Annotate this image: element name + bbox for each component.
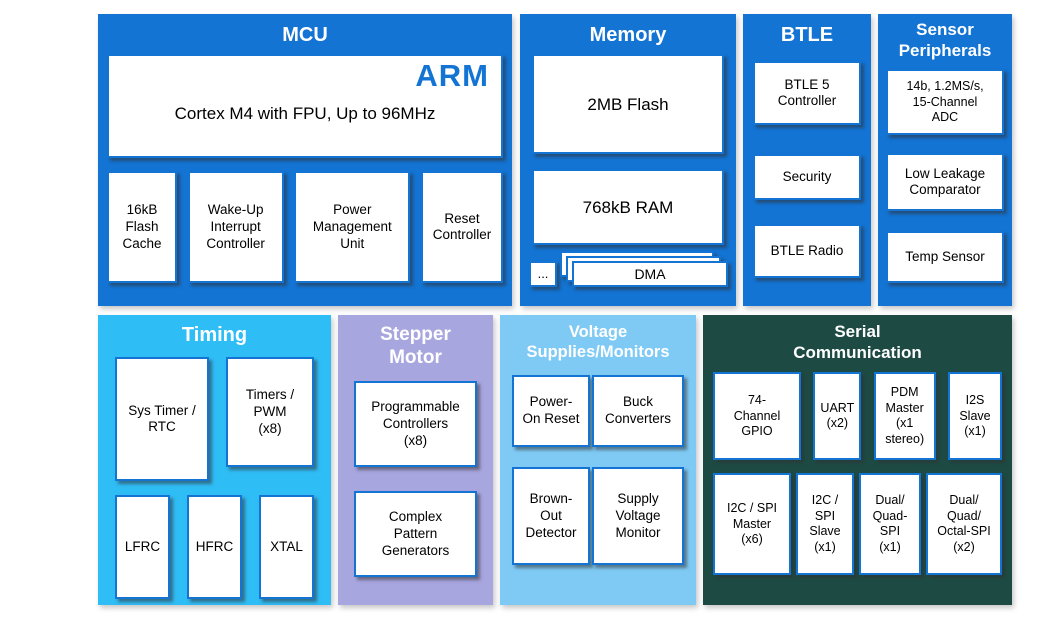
temp-sensor-box: Temp Sensor — [886, 231, 1004, 284]
reset-controller-box: Reset Controller — [420, 171, 503, 284]
power-on-reset-box: Power- On Reset — [512, 375, 590, 448]
voltage-row-2: Brown- Out Detector Supply Voltage Monit… — [512, 467, 684, 566]
i2s-slave-box: I2S Slave (x1) — [947, 372, 1002, 461]
serial-row-2: I2C / SPI Master (x6) I2C / SPI Slave (x… — [713, 473, 1002, 576]
btle-radio-box: BTLE Radio — [753, 224, 861, 279]
dma-stack: ... DMA — [520, 251, 736, 297]
mcu-sub-blocks: 16kB Flash Cache Wake-Up Interrupt Contr… — [107, 171, 503, 284]
sensor-peripherals-title: Sensor Peripherals — [898, 20, 992, 60]
timing-title: Timing — [181, 324, 248, 346]
hfrc-box: HFRC — [187, 495, 242, 600]
voltage-supplies-monitors-block: Voltage Supplies/Monitors Power- On Rese… — [500, 315, 696, 605]
security-box: Security — [753, 154, 861, 201]
programmable-controllers-box: Programmable Controllers (x8) — [354, 381, 477, 468]
btle5-controller-box: BTLE 5 Controller — [753, 61, 861, 126]
dual-quad-spi-box: Dual/ Quad- SPI (x1) — [859, 473, 921, 576]
timers-pwm-box: Timers / PWM (x8) — [226, 357, 314, 468]
lfrc-box: LFRC — [115, 495, 170, 600]
brown-out-detector-box: Brown- Out Detector — [512, 467, 590, 566]
flash-cache-box: 16kB Flash Cache — [107, 171, 177, 284]
sensor-peripherals-block: Sensor Peripherals 14b, 1.2MS/s, 15-Chan… — [878, 14, 1012, 306]
voltage-row-1: Power- On Reset Buck Converters — [512, 375, 684, 448]
serial-row-1: 74- Channel GPIO UART (x2) PDM Master (x… — [713, 372, 1002, 461]
mcu-title: MCU — [282, 24, 328, 46]
wakeup-interrupt-controller-box: Wake-Up Interrupt Controller — [187, 171, 284, 284]
ram-box: 768kB RAM — [532, 169, 724, 246]
complex-pattern-generators-box: Complex Pattern Generators — [354, 491, 477, 578]
serial-communication-title: Serial Communication — [793, 322, 922, 362]
adc-box: 14b, 1.2MS/s, 15-Channel ADC — [886, 69, 1004, 136]
gpio-box: 74- Channel GPIO — [713, 372, 801, 461]
low-leakage-comparator-box: Low Leakage Comparator — [886, 153, 1004, 212]
voltage-title: Voltage Supplies/Monitors — [526, 323, 670, 362]
supply-voltage-monitor-box: Supply Voltage Monitor — [592, 467, 684, 566]
btle-block: BTLE BTLE 5 Controller Security BTLE Rad… — [743, 14, 871, 306]
sys-timer-rtc-box: Sys Timer / RTC — [115, 357, 209, 482]
arm-logo: ARM — [415, 58, 489, 94]
btle-title: BTLE — [780, 24, 834, 46]
flash-box: 2MB Flash — [532, 54, 724, 155]
timing-row-2: LFRC HFRC XTAL — [115, 495, 314, 600]
cortex-core-label: Cortex M4 with FPU, Up to 96MHz — [174, 104, 436, 124]
i2c-spi-slave-box: I2C / SPI Slave (x1) — [796, 473, 854, 576]
stepper-motor-block: Stepper Motor Programmable Controllers (… — [338, 315, 493, 605]
dual-quad-octal-spi-box: Dual/ Quad/ Octal-SPI (x2) — [926, 473, 1002, 576]
power-management-unit-box: Power Management Unit — [294, 171, 411, 284]
dma-box: DMA — [572, 261, 728, 288]
uart-box: UART (x2) — [813, 372, 862, 461]
timing-row-1: Sys Timer / RTC Timers / PWM (x8) — [115, 357, 314, 482]
stepper-motor-title: Stepper Motor — [380, 324, 451, 369]
memory-title: Memory — [589, 24, 667, 46]
xtal-box: XTAL — [259, 495, 314, 600]
i2c-spi-master-box: I2C / SPI Master (x6) — [713, 473, 791, 576]
serial-communication-block: Serial Communication 74- Channel GPIO UA… — [703, 315, 1012, 605]
timing-block: Timing Sys Timer / RTC Timers / PWM (x8)… — [98, 315, 331, 605]
dma-more-box: ... — [529, 261, 557, 288]
mcu-block: MCU ARM Cortex M4 with FPU, Up to 96MHz … — [98, 14, 512, 306]
arm-cortex-box: ARM Cortex M4 with FPU, Up to 96MHz — [107, 54, 503, 159]
pdm-master-box: PDM Master (x1 stereo) — [873, 372, 936, 461]
memory-block: Memory 2MB Flash 768kB RAM ... DMA — [520, 14, 736, 306]
buck-converters-box: Buck Converters — [592, 375, 684, 448]
